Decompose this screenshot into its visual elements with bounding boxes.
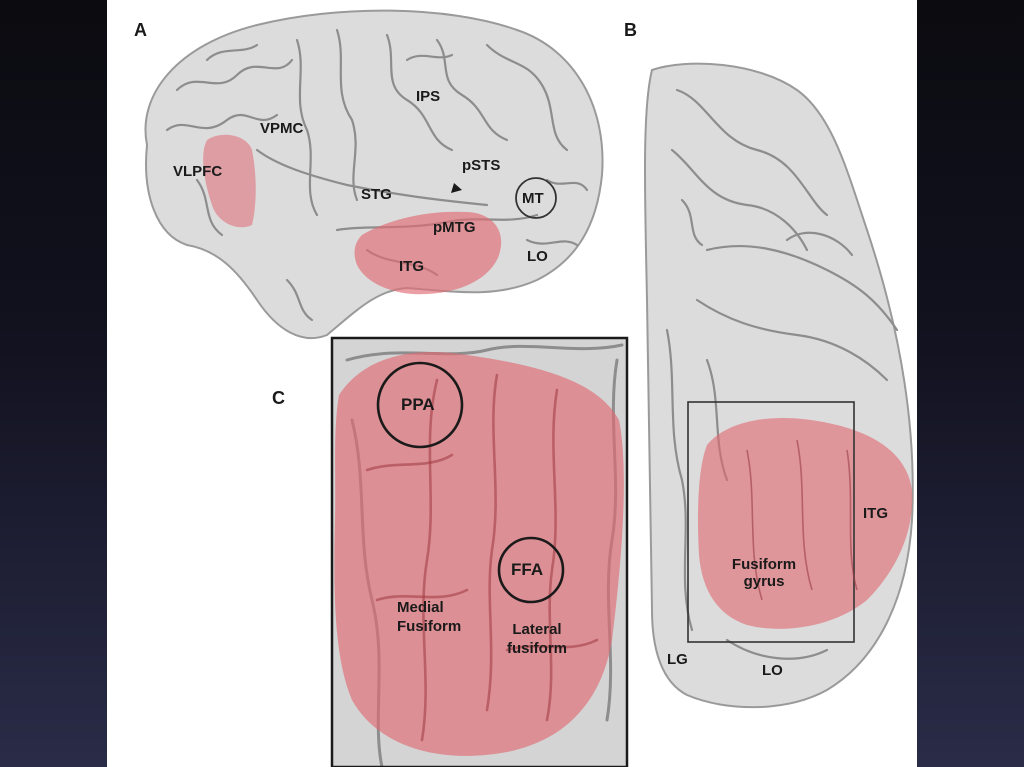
- fusiform-highlight: [697, 417, 913, 629]
- label-pmtg: pMTG: [433, 219, 476, 236]
- fusiform-inset-box: [687, 401, 855, 643]
- label-lg: LG: [667, 651, 688, 668]
- label-medial-fusiform: Medial Fusiform: [397, 599, 462, 635]
- label-stg: STG: [361, 186, 392, 203]
- panel-b-brain: [643, 62, 914, 709]
- mt-circle: [515, 177, 557, 219]
- label-lo-a: LO: [527, 248, 548, 265]
- panel-b-letter: B: [624, 20, 637, 40]
- label-mt: MT: [522, 190, 544, 207]
- panel-c-letter: C: [272, 388, 285, 408]
- label-itg-a: ITG: [399, 258, 424, 275]
- label-psts: pSTS: [462, 157, 501, 174]
- fusiform-sulci: [746, 439, 858, 601]
- label-ffa: FFA: [511, 560, 544, 579]
- label-vpmc: VPMC: [260, 120, 304, 137]
- label-fusiform-gyrus: Fusiform gyrus: [731, 556, 797, 590]
- panel-c-inset: [330, 336, 629, 767]
- label-lateral-fusiform: Lateral fusiform: [507, 621, 567, 657]
- slide-figure: A B C VPMC IPS VLPFC pSTS STG MT pMTG IT…: [107, 0, 917, 767]
- ventral-sulci: [665, 88, 899, 660]
- vlpfc-highlight: [203, 134, 256, 228]
- label-lo-b: LO: [762, 662, 783, 679]
- label-vlpfc: VLPFC: [173, 163, 223, 180]
- label-ips: IPS: [416, 88, 441, 105]
- psts-arrow: [451, 183, 462, 193]
- panel-c-frame: [330, 336, 629, 767]
- label-itg-b: ITG: [863, 505, 888, 522]
- brain-figure-svg: [144, 9, 914, 767]
- ffa-circle: [497, 536, 565, 604]
- label-ppa: PPA: [401, 395, 435, 414]
- pmtg-itg-highlight: [354, 211, 502, 295]
- panel-a-letter: A: [134, 20, 147, 40]
- ppa-circle: [376, 361, 464, 449]
- panel-a-brain: [144, 9, 604, 340]
